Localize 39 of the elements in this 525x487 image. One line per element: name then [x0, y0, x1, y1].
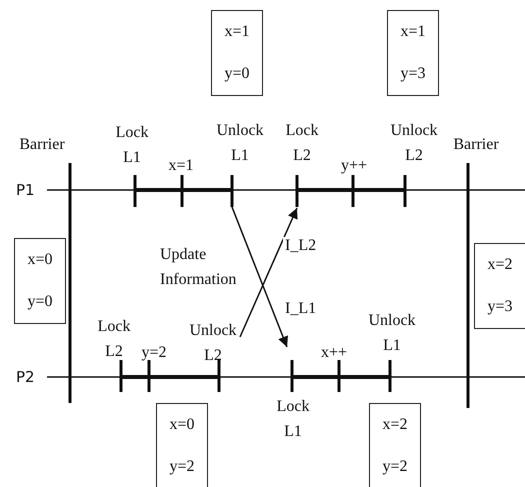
state-value: y=3 — [400, 65, 426, 83]
operation-label: y=2 — [140, 343, 168, 363]
state-box — [156, 403, 208, 487]
state-value: x=0 — [169, 416, 195, 434]
lock-event-label: Lock L1 — [114, 123, 150, 168]
state-value: x=0 — [27, 251, 53, 269]
state-value: x=2 — [382, 416, 408, 434]
lock-event-label: Unlock L1 — [212, 118, 268, 207]
state-box — [387, 10, 439, 96]
barrier-label: Barrier — [18, 135, 66, 155]
barrier-label: Barrier — [452, 135, 500, 155]
state-value: y=2 — [382, 458, 408, 476]
state-value: y=0 — [27, 293, 53, 311]
state-box — [211, 10, 263, 96]
state-value: x=1 — [224, 23, 250, 41]
operation-label: y++ — [340, 156, 368, 176]
operation-label: x=1 — [167, 156, 195, 176]
lock-event-label: Unlock L1 — [367, 311, 417, 356]
state-box — [369, 403, 421, 487]
state-value: y=3 — [487, 298, 513, 316]
edge-label: I_L1 — [283, 300, 318, 318]
state-value: x=2 — [487, 256, 513, 274]
state-value: y=2 — [169, 458, 195, 476]
operation-label: x++ — [320, 343, 348, 363]
state-box — [474, 243, 525, 329]
note-text: Update Information — [160, 245, 238, 290]
lock-event-label: Unlock L2 — [389, 121, 439, 166]
edge-label: I_L2 — [283, 237, 318, 255]
lock-event-label: Lock L2 — [278, 118, 326, 207]
state-value: x=1 — [400, 23, 426, 41]
process-label: P2 — [16, 367, 36, 388]
lock-event-label: Lock L1 — [268, 348, 318, 444]
arrow — [239, 208, 298, 338]
lock-event-label: Lock L2 — [96, 317, 132, 362]
arrow — [231, 206, 288, 348]
state-box — [14, 238, 66, 324]
state-value: y=0 — [224, 65, 250, 83]
process-label: P1 — [16, 180, 36, 201]
lock-event-label: Unlock L2 — [186, 318, 240, 392]
